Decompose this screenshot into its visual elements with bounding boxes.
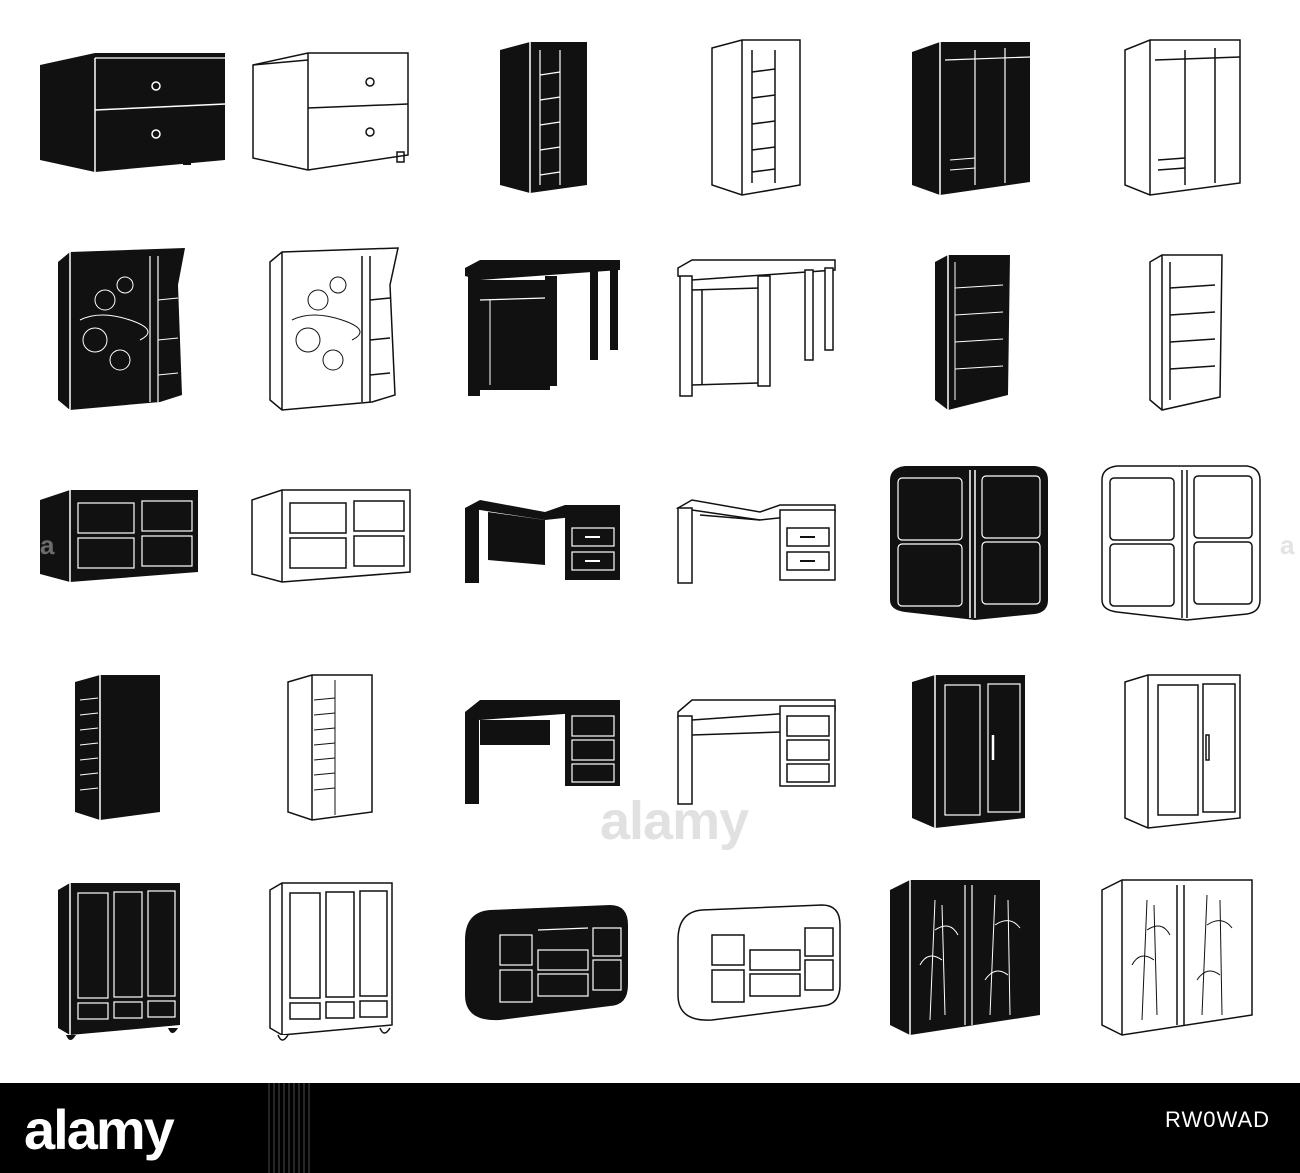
office-desk-black-icon — [465, 700, 620, 804]
writing-desk-black-icon — [465, 260, 620, 396]
chest-of-drawers-outline-icon — [252, 52, 409, 171]
sideboard-black-icon — [40, 490, 198, 582]
floral-bookcase-black-icon — [58, 248, 185, 410]
stock-footer-bar: alamy RW0WAD — [0, 1083, 1300, 1173]
sliding-wardrobe-black-icon — [912, 42, 1031, 195]
writing-desk-outline-icon — [677, 259, 836, 397]
furniture-icon-grid — [40, 39, 1261, 1041]
cube-shelving-outline-icon — [1101, 465, 1261, 621]
watermark-letter-left: a — [40, 530, 55, 560]
footer-stripe — [265, 1083, 313, 1173]
sliding-wardrobe-outline-icon — [1124, 39, 1241, 196]
bamboo-wardrobe-outline-icon — [1101, 879, 1253, 1036]
corner-desk-black-icon — [465, 500, 620, 583]
three-door-wardrobe-black-icon — [58, 883, 180, 1040]
tv-stand-outline-icon — [677, 904, 841, 1021]
tv-stand-black-icon — [465, 905, 628, 1021]
watermark-letter-right: a — [1280, 530, 1295, 560]
shoe-cabinet-outline-icon — [287, 674, 373, 821]
shelf-cabinet-black-icon — [500, 42, 587, 193]
watermark-brand: alamy — [600, 791, 749, 851]
sideboard-outline-icon — [251, 489, 411, 583]
alamy-logo: alamy — [24, 1098, 175, 1161]
cube-shelving-black-icon — [890, 466, 1048, 620]
shelf-cabinet-outline-icon — [711, 39, 801, 196]
bookshelf-outline-icon — [1149, 254, 1223, 411]
bamboo-wardrobe-black-icon — [890, 880, 1040, 1035]
image-id-label: RW0WAD — [1165, 1107, 1270, 1132]
two-door-wardrobe-black-icon — [912, 675, 1025, 828]
three-door-wardrobe-outline-icon — [269, 882, 393, 1041]
two-door-wardrobe-outline-icon — [1124, 674, 1241, 829]
corner-desk-outline-icon — [675, 499, 836, 584]
floral-bookcase-outline-icon — [269, 247, 399, 411]
bookshelf-black-icon — [935, 255, 1010, 410]
office-desk-outline-icon — [677, 699, 836, 805]
chest-of-drawers-black-icon — [40, 53, 226, 172]
shoe-cabinet-black-icon — [75, 675, 160, 820]
